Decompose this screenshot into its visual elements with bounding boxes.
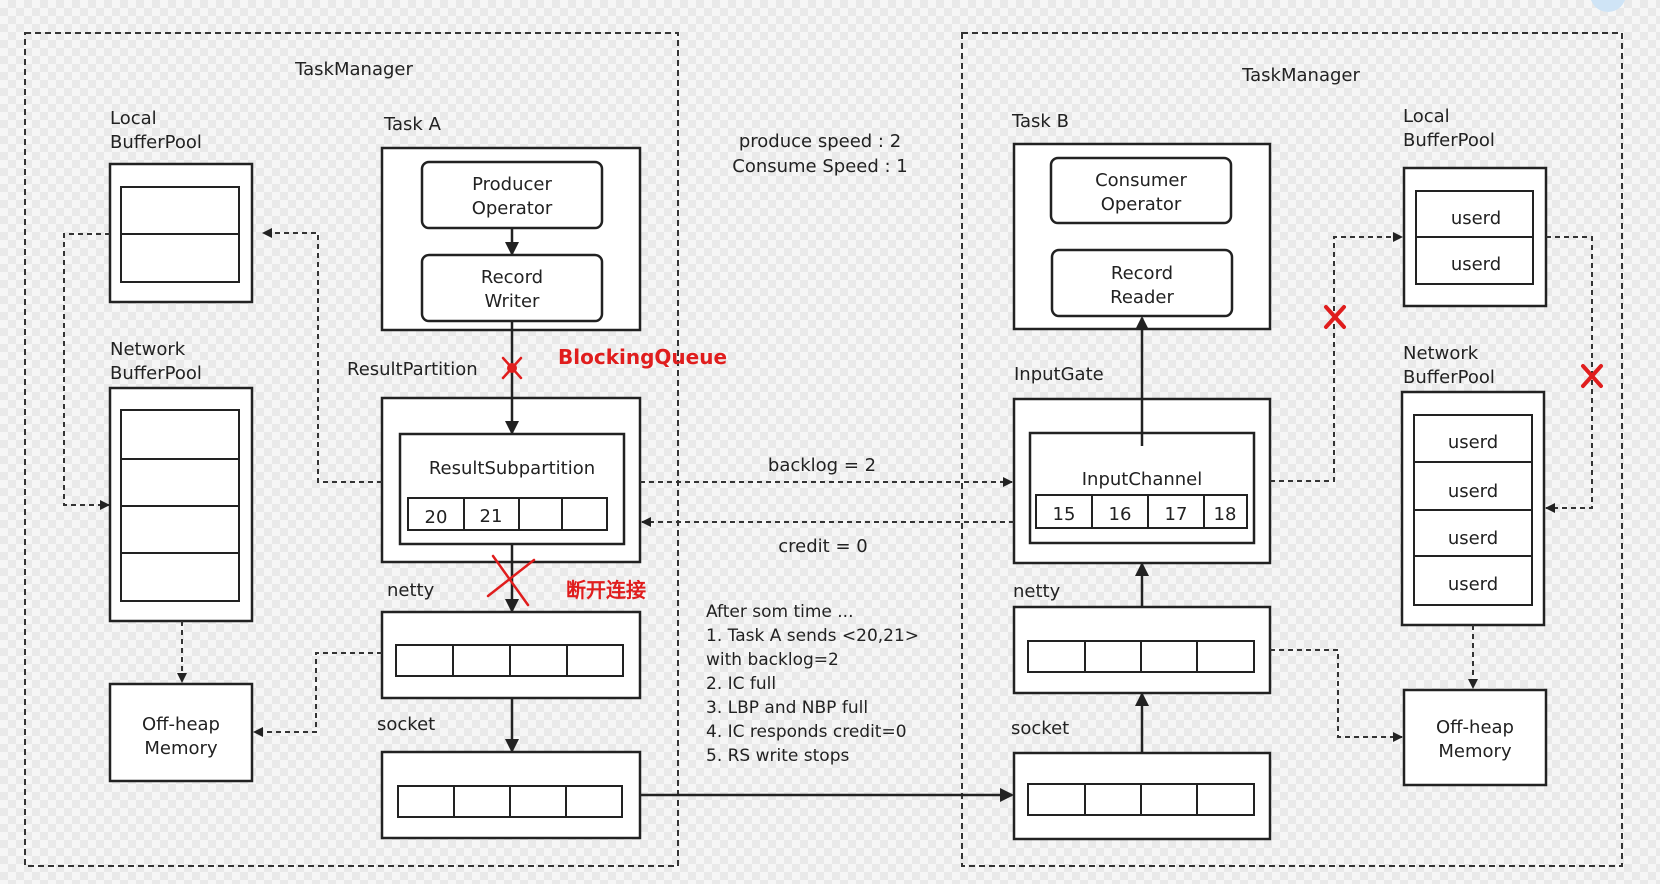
local-bp-to-network-bp-dashed: [63, 233, 110, 510]
input-channel-cell-3: 17: [1165, 504, 1188, 525]
right-network-cell-2: userd: [1448, 481, 1498, 502]
left-local-bufferpool-label-line1: Local: [110, 108, 157, 129]
middle-annotations: produce speed : 2 Consume Speed : 1 back…: [558, 131, 919, 766]
left-offheap-label-line2: Memory: [144, 738, 218, 759]
left-netty-label: netty: [387, 580, 435, 601]
task-a-box: Producer Operator Record Writer: [380, 146, 642, 332]
input-channel-label: InputChannel: [1082, 469, 1203, 490]
blocking-queue-label: BlockingQueue: [558, 345, 727, 369]
right-taskmanager-border: [961, 32, 1623, 867]
note-line-2: 1. Task A sends <20,21>: [706, 626, 919, 646]
right-network-bufferpool-label-line2: BufferPool: [1403, 367, 1495, 388]
input-gate-label: InputGate: [1014, 364, 1104, 385]
producer-operator-line1: Producer: [472, 174, 552, 195]
left-taskmanager-title: TaskManager: [294, 59, 413, 80]
right-offheap-label-line1: Off-heap: [1436, 717, 1514, 738]
right-socket-label: socket: [1011, 718, 1069, 739]
red-marks: [486, 305, 1603, 607]
input-channel-cell-1: 15: [1053, 504, 1076, 525]
right-local-cell-2: userd: [1451, 254, 1501, 275]
record-writer-line2: Writer: [485, 291, 541, 312]
left-local-bufferpool-label-line2: BufferPool: [110, 132, 202, 153]
input-channel-cell-4: 18: [1214, 504, 1237, 525]
left-offheap-label-line1: Off-heap: [142, 714, 220, 735]
backlog-label: backlog = 2: [768, 455, 876, 476]
input-gate-box: InputChannel 15 16 17 18: [1012, 397, 1272, 565]
left-network-bufferpool-label-line2: BufferPool: [110, 363, 202, 384]
left-socket-box: [380, 750, 642, 840]
right-network-cell-1: userd: [1448, 432, 1498, 453]
produce-speed-text: produce speed : 2: [739, 131, 901, 152]
right-network-cell-3: userd: [1448, 528, 1498, 549]
subpartition-to-local-bp-dashed: [262, 228, 382, 483]
left-socket-label: socket: [377, 714, 435, 735]
connectors: [63, 228, 1593, 802]
right-taskmanager: TaskManager Task B Consumer Operator Rec…: [961, 32, 1623, 867]
record-writer-line1: Record: [481, 267, 543, 288]
consume-speed-text: Consume Speed : 1: [732, 156, 908, 177]
left-taskmanager: TaskManager Local BufferPool Network Buf…: [24, 32, 679, 867]
input-channel-cell-2: 16: [1109, 504, 1132, 525]
right-netty-to-offheap-dashed: [1270, 649, 1403, 742]
right-network-cell-4: userd: [1448, 574, 1498, 595]
subpartition-cell-1: 20: [425, 507, 448, 528]
disconnect-label: 断开连接: [566, 578, 646, 602]
corner-bubble-icon: [1591, 0, 1625, 12]
record-reader-line1: Record: [1111, 263, 1173, 284]
note-line-5: 3. LBP and NBP full: [706, 698, 868, 718]
result-subpartition-label: ResultSubpartition: [429, 458, 595, 479]
left-netty-box: [380, 610, 642, 700]
right-local-path-x-icon: [1324, 305, 1346, 329]
right-local-bufferpool-label-line1: Local: [1403, 106, 1450, 127]
right-local-bufferpool-label-line2: BufferPool: [1403, 130, 1495, 151]
right-taskmanager-title: TaskManager: [1241, 65, 1360, 86]
inputgate-to-local-bp-dashed: [1270, 232, 1403, 482]
subpartition-cell-2: 21: [480, 506, 503, 527]
producer-operator-line2: Operator: [472, 198, 553, 219]
consumer-operator-line1: Consumer: [1095, 170, 1187, 191]
consumer-operator-line2: Operator: [1101, 194, 1182, 215]
input-channel-buffers: 15 16 17 18: [1035, 494, 1248, 529]
left-offheap-memory: Off-heap Memory: [108, 682, 254, 783]
left-taskmanager-border: [24, 32, 679, 867]
netty-to-offheap-dashed: [253, 652, 382, 737]
right-netty-label: netty: [1013, 581, 1061, 602]
note-line-6: 4. IC responds credit=0: [706, 722, 907, 742]
subpartition-buffers: 20 21: [407, 497, 608, 531]
right-offheap-label-line2: Memory: [1438, 741, 1512, 762]
left-network-bufferpool-label-line1: Network: [110, 339, 186, 360]
blocking-queue-x-icon: [501, 356, 523, 380]
result-partition-label: ResultPartition: [347, 359, 478, 380]
note-line-7: 5. RS write stops: [706, 746, 849, 766]
right-local-bufferpool: userd userd: [1402, 166, 1548, 308]
timeline-notes: After som time ... 1. Task A sends <20,2…: [706, 602, 919, 766]
right-socket-box: [1012, 751, 1272, 841]
task-b-label: Task B: [1011, 111, 1069, 132]
task-b-box: Consumer Operator Record Reader: [1012, 142, 1272, 331]
local-bp-to-network-bp-right-dashed: [1545, 236, 1593, 513]
disconnect-x-icon: [486, 554, 536, 607]
right-netty-box: [1012, 605, 1272, 695]
right-local-cell-1: userd: [1451, 208, 1501, 229]
right-network-path-x-icon: [1581, 364, 1603, 388]
right-network-bufferpool-label-line1: Network: [1403, 343, 1479, 364]
right-network-bufferpool: userd userd userd userd: [1400, 390, 1546, 627]
record-reader-line2: Reader: [1110, 287, 1174, 308]
consumer-operator: [1049, 156, 1233, 225]
note-line-1: After som time ...: [706, 602, 853, 622]
task-a-label: Task A: [383, 114, 442, 135]
right-offheap-memory: Off-heap Memory: [1402, 688, 1548, 787]
left-local-bufferpool: [108, 162, 254, 304]
note-line-3: with backlog=2: [706, 650, 839, 670]
credit-label: credit = 0: [778, 536, 867, 557]
note-line-4: 2. IC full: [706, 674, 776, 694]
left-network-bufferpool: [108, 386, 254, 623]
